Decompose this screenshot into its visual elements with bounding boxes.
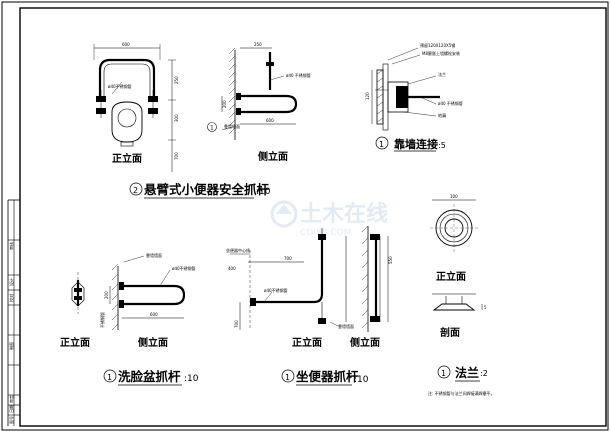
flange-title-num: 1 [441, 369, 446, 378]
basin-title-scale: :10 [184, 374, 199, 384]
toilet-dim-h: 700 [234, 320, 239, 328]
toilet-title-scale: :10 [354, 375, 369, 385]
urinal-dim-width: 600 [122, 42, 130, 47]
urinal-title-num: 2 [133, 186, 138, 195]
toilet-title-num: 1 [285, 373, 290, 382]
urinal-side-elevation: 250 600 200 ø40 不锈钢管 靠墙墙面 1 侧立面 [207, 42, 311, 163]
wall-connection-detail: 120 预留120X120X5钢 M8膨胀上墙螺栓安装 法兰 ø40 不锈钢管 … [365, 42, 463, 152]
flange-front-label: 正立面 [436, 270, 466, 283]
basin-note-pipe-2: 不锈钢管 [99, 312, 105, 328]
toilet-note-pipe: ø40不锈钢管 [264, 287, 288, 293]
wall-detail-note-1: 预留120X120X5钢 [420, 42, 455, 48]
basin-title: 1 洗脸盆抓杆 :10 [103, 369, 199, 386]
urinal-side-note-wall: 靠墙墙面 [224, 123, 240, 129]
basin-note-wall: 靠墙墙面 [146, 252, 162, 258]
basin-side-elevation: 600 200 靠墙墙面 ø40不锈钢管 不锈钢管 侧立面 [99, 252, 196, 349]
title-block: 审核 设计 校对 制图 审定 日期 图号 [7, 199, 20, 426]
title-cell-4: 制图 [8, 342, 14, 350]
toilet-note-center: 坐便器中心线 [226, 247, 250, 253]
flange-title-scale: :2 [480, 369, 488, 378]
urinal-title-scale: :10 [256, 187, 271, 197]
wall-detail-num: 1 [379, 140, 384, 149]
urinal-side-dim-w: 250 [254, 42, 262, 47]
urinal-side-dim-h: 200 [222, 100, 227, 108]
title-cell-1: 审核 [8, 242, 14, 250]
flange-dim-d: 100 [450, 194, 458, 199]
urinal-front-elevation: 600 250 300 700 ø40不锈钢管 正立面 [93, 42, 179, 172]
wall-detail-note-5: 地漏 [438, 112, 446, 118]
basin-title-text: 洗脸盆抓杆 [118, 369, 181, 384]
flange-section-label: 剖面 [440, 326, 460, 339]
urinal-dim-h2: 300 [174, 114, 179, 122]
urinal-note-pipe: ø40不锈钢管 [108, 83, 132, 89]
toilet-title-text: 坐便器抓杆 [296, 369, 359, 384]
title-cell-2: 设计 [8, 278, 14, 286]
wall-detail-note-2: M8膨胀上墙螺栓安装 [422, 50, 460, 56]
watermark-sub: COI88.COM [300, 228, 351, 238]
urinal-side-dim-d: 600 [266, 118, 274, 123]
title-cell-6: 日期 [8, 405, 14, 413]
basin-side-label: 侧立面 [138, 336, 168, 349]
toilet-dim-w2: 700 [284, 256, 292, 261]
urinal-title-text: 悬臂式小便器安全抓杆 [143, 182, 270, 197]
wall-detail-note-3: 法兰 [438, 71, 446, 77]
flange-detail: 100 正立面 5 剖面 1 法兰 :2 注: 不锈钢管与法兰间焊接满焊磨平。 [428, 194, 495, 396]
toilet-front-label: 正立面 [292, 336, 322, 349]
urinal-dim-h1: 250 [174, 76, 179, 84]
toilet-title: 1 坐便器抓杆 :10 [281, 369, 369, 386]
wall-detail-scale: :5 [438, 141, 446, 150]
toilet-side-dim-h2: 550 [388, 256, 393, 264]
urinal-side-label: 侧立面 [258, 150, 288, 163]
wall-detail-title: 靠墙连接 [394, 137, 438, 151]
title-cell-3: 校对 [8, 294, 14, 302]
toilet-front-elevation: 400 700 坐便器中心线 700 ø40不锈钢管 靠墙墙面 正立面 [226, 228, 354, 349]
toilet-dim-w1: 400 [228, 266, 236, 271]
toilet-side-label: 侧立面 [350, 336, 380, 349]
watermark: 土木在线 COI88.COM [270, 200, 388, 238]
toilet-note-wall: 靠墙墙面 [338, 323, 354, 329]
flange-dim-t: 5 [484, 305, 487, 310]
title-cell-7: 图号 [8, 416, 14, 424]
basin-dim-w: 600 [150, 312, 158, 317]
urinal-side-note-pipe: ø40 不锈钢管 [286, 72, 311, 78]
toilet-side-elevation: 550 侧立面 [345, 225, 393, 349]
urinal-dim-h3: 700 [174, 152, 179, 160]
basin-front-label: 正立面 [60, 336, 90, 349]
flange-title-text: 法兰 [455, 365, 479, 380]
basin-dim-h: 200 [104, 291, 109, 299]
watermark-brand: 土木在线 [300, 201, 388, 227]
wall-detail-dim: 120 [365, 92, 370, 100]
inner-border [19, 7, 607, 427]
title-cell-5: 审定 [8, 395, 14, 403]
basin-front-elevation: 正立面 [60, 272, 90, 349]
wall-detail-note-4: ø40 不锈钢管 [438, 100, 463, 106]
flange-note: 注: 不锈钢管与法兰间焊接满焊磨平。 [428, 390, 495, 396]
basin-title-num: 1 [107, 373, 112, 382]
basin-note-pipe: ø40不锈钢管 [172, 265, 196, 271]
svg-text:1: 1 [210, 125, 214, 132]
urinal-front-label: 正立面 [112, 152, 142, 165]
urinal-title: 2 悬臂式小便器安全抓杆 :10 [129, 182, 271, 199]
